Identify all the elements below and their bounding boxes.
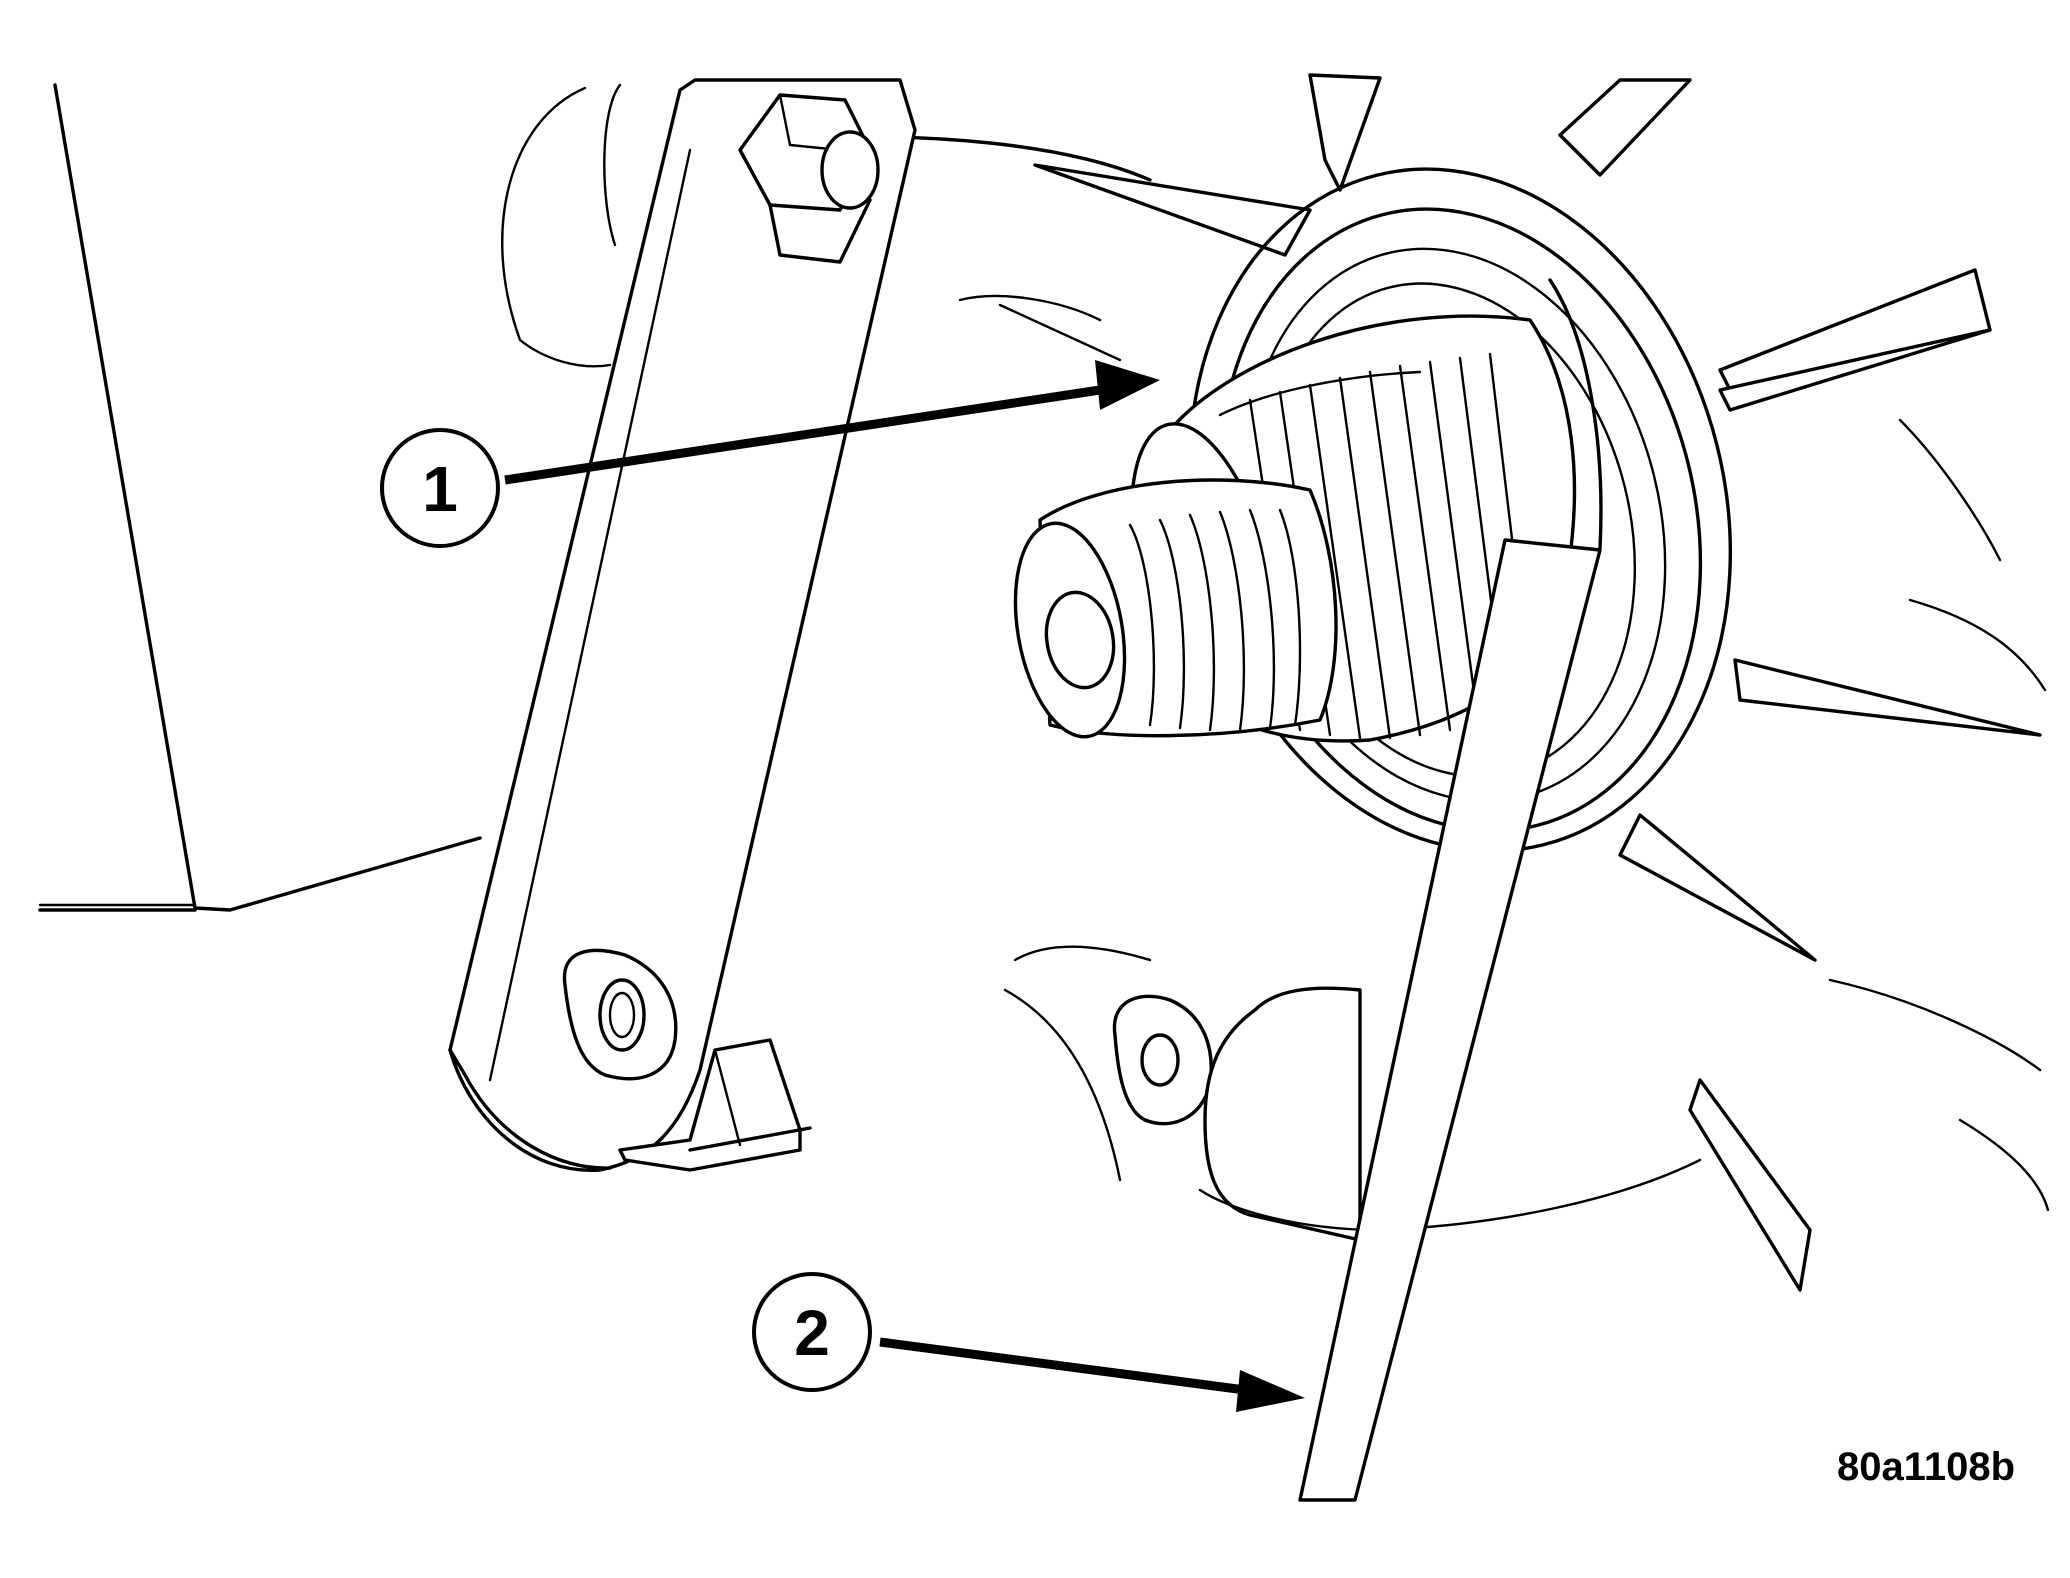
callout-2-leader — [879, 1337, 1246, 1395]
callout-1-label: 1 — [422, 453, 458, 525]
mounting-bracket — [448, 78, 917, 1172]
callout-1: 1 — [380, 360, 1160, 548]
callout-2-label: 2 — [794, 1297, 830, 1369]
figure-reference: 80a1108b — [1837, 1445, 2015, 1489]
callout-2-circle — [752, 1272, 872, 1392]
drive-belt — [1298, 278, 1603, 1502]
callout-1-leader — [504, 385, 1101, 485]
callout-1-circle — [380, 428, 500, 548]
engine-block — [38, 83, 482, 912]
lower-mount — [618, 945, 1702, 1242]
callout-1-arrowhead — [1095, 360, 1160, 410]
cooling-fan — [1033, 73, 2050, 1292]
pivot-bolt — [562, 948, 678, 1081]
callout-2-arrowhead — [1236, 1370, 1305, 1412]
callout-2: 2 — [752, 1272, 1305, 1412]
bracket-bolt — [738, 93, 880, 264]
